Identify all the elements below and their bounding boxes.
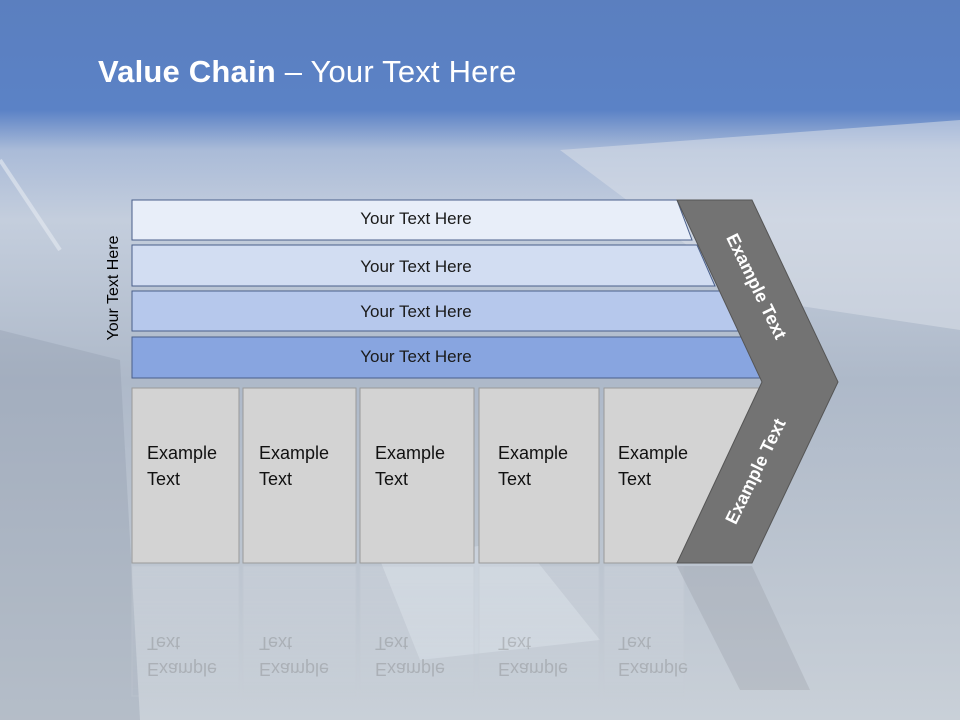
box-2-reflection-line2: Text [259, 633, 293, 653]
box-1-line1: Example [147, 443, 218, 463]
box-2-line2: Text [259, 469, 293, 489]
box-5-reflection-line1: Example [618, 659, 689, 679]
bar-3-label: Your Text Here [360, 302, 472, 321]
chevron-arrow[interactable] [676, 199, 839, 564]
box-4[interactable] [478, 387, 600, 564]
box-5-line1: Example [618, 443, 689, 463]
box-3-reflection: Example Text [375, 630, 465, 682]
box-1-reflection-line1: Example [147, 659, 218, 679]
box-1-reflection: Example Text [147, 630, 237, 682]
bar-2[interactable] [131, 244, 716, 287]
box-4-line1: Example [498, 443, 569, 463]
box-1-reflection-line2: Text [147, 633, 181, 653]
box-1[interactable] [131, 387, 240, 564]
box-2[interactable] [242, 387, 357, 564]
bar-2-label: Your Text Here [360, 257, 472, 276]
box-5-reflection: Example Text [618, 630, 708, 682]
box-3-reflection-line1: Example [375, 659, 446, 679]
box-2-reflection: Example Text [259, 630, 349, 682]
box-4-reflection-line2: Text [498, 633, 532, 653]
box-4-line2: Text [498, 469, 532, 489]
bar-1-label: Your Text Here [360, 209, 472, 228]
box-1-line2: Text [147, 469, 181, 489]
bar-4-label: Your Text Here [360, 347, 472, 366]
box-5-reflection-line2: Text [618, 633, 652, 653]
box-3[interactable] [359, 387, 475, 564]
box-5-line2: Text [618, 469, 652, 489]
box-2-reflection-line1: Example [259, 659, 330, 679]
box-4-reflection: Example Text [498, 630, 588, 682]
title-bold: Value Chain [98, 54, 276, 89]
box-3-line1: Example [375, 443, 446, 463]
diagram-reflection [131, 565, 810, 697]
box-4-reflection-line1: Example [498, 659, 569, 679]
title-rest: – Your Text Here [275, 54, 517, 89]
bar-1[interactable] [131, 199, 693, 241]
box-3-reflection-line2: Text [375, 633, 409, 653]
box-2-line1: Example [259, 443, 330, 463]
slide-title: Value Chain – Your Text Here [98, 54, 517, 90]
box-3-line2: Text [375, 469, 409, 489]
